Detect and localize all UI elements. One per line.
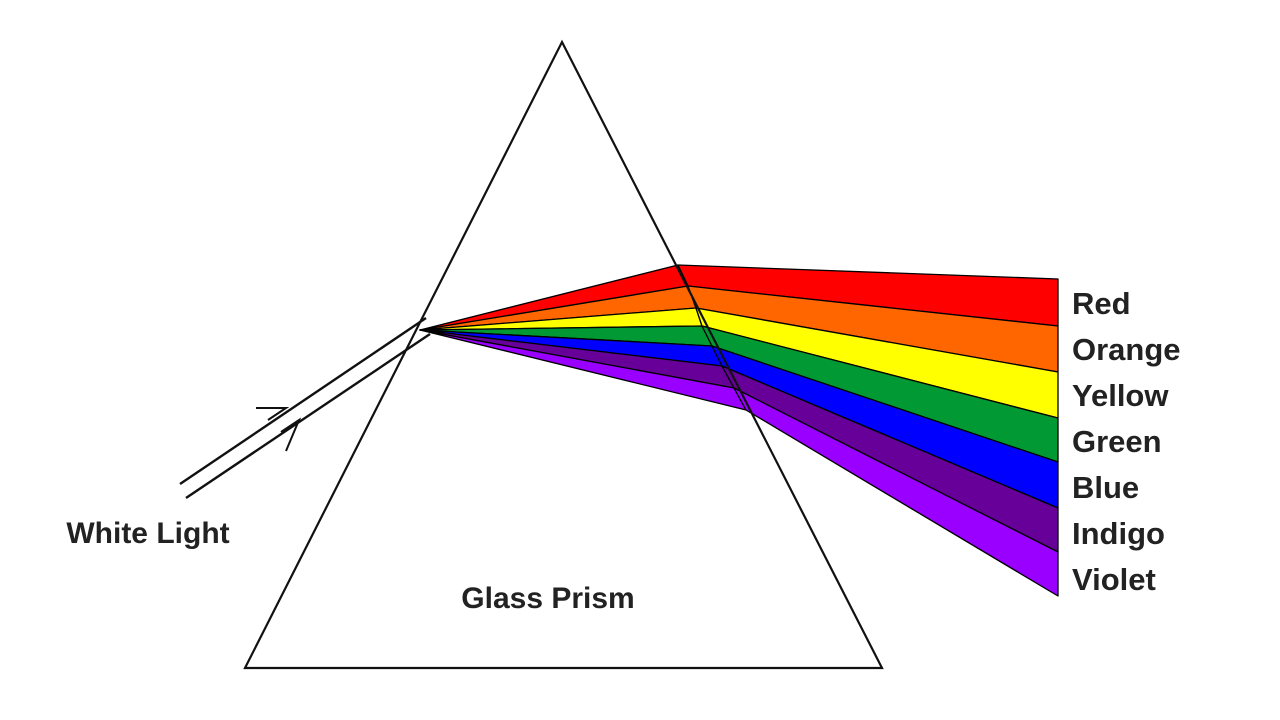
glass-prism-label: Glass Prism bbox=[461, 582, 634, 615]
label-green: Green bbox=[1072, 424, 1162, 459]
white-light-beam bbox=[179, 317, 431, 499]
label-indigo: Indigo bbox=[1072, 516, 1165, 551]
beam-line-lower bbox=[185, 333, 431, 499]
beam-line-upper bbox=[179, 317, 427, 485]
beam-arrow-upper bbox=[256, 407, 290, 421]
spectrum-inside-prism bbox=[419, 264, 747, 411]
prism-outline bbox=[243, 39, 884, 670]
band-outside-violet bbox=[733, 387, 1059, 597]
spectrum-outside-prism bbox=[677, 264, 1059, 597]
glass-prism bbox=[243, 39, 884, 670]
label-violet: Violet bbox=[1072, 562, 1156, 597]
beam-arrow-lower bbox=[280, 417, 302, 452]
label-orange: Orange bbox=[1072, 332, 1181, 367]
white-light-label: White Light bbox=[66, 517, 229, 550]
label-red: Red bbox=[1072, 286, 1131, 321]
label-yellow: Yellow bbox=[1072, 378, 1169, 413]
label-blue: Blue bbox=[1072, 470, 1139, 505]
